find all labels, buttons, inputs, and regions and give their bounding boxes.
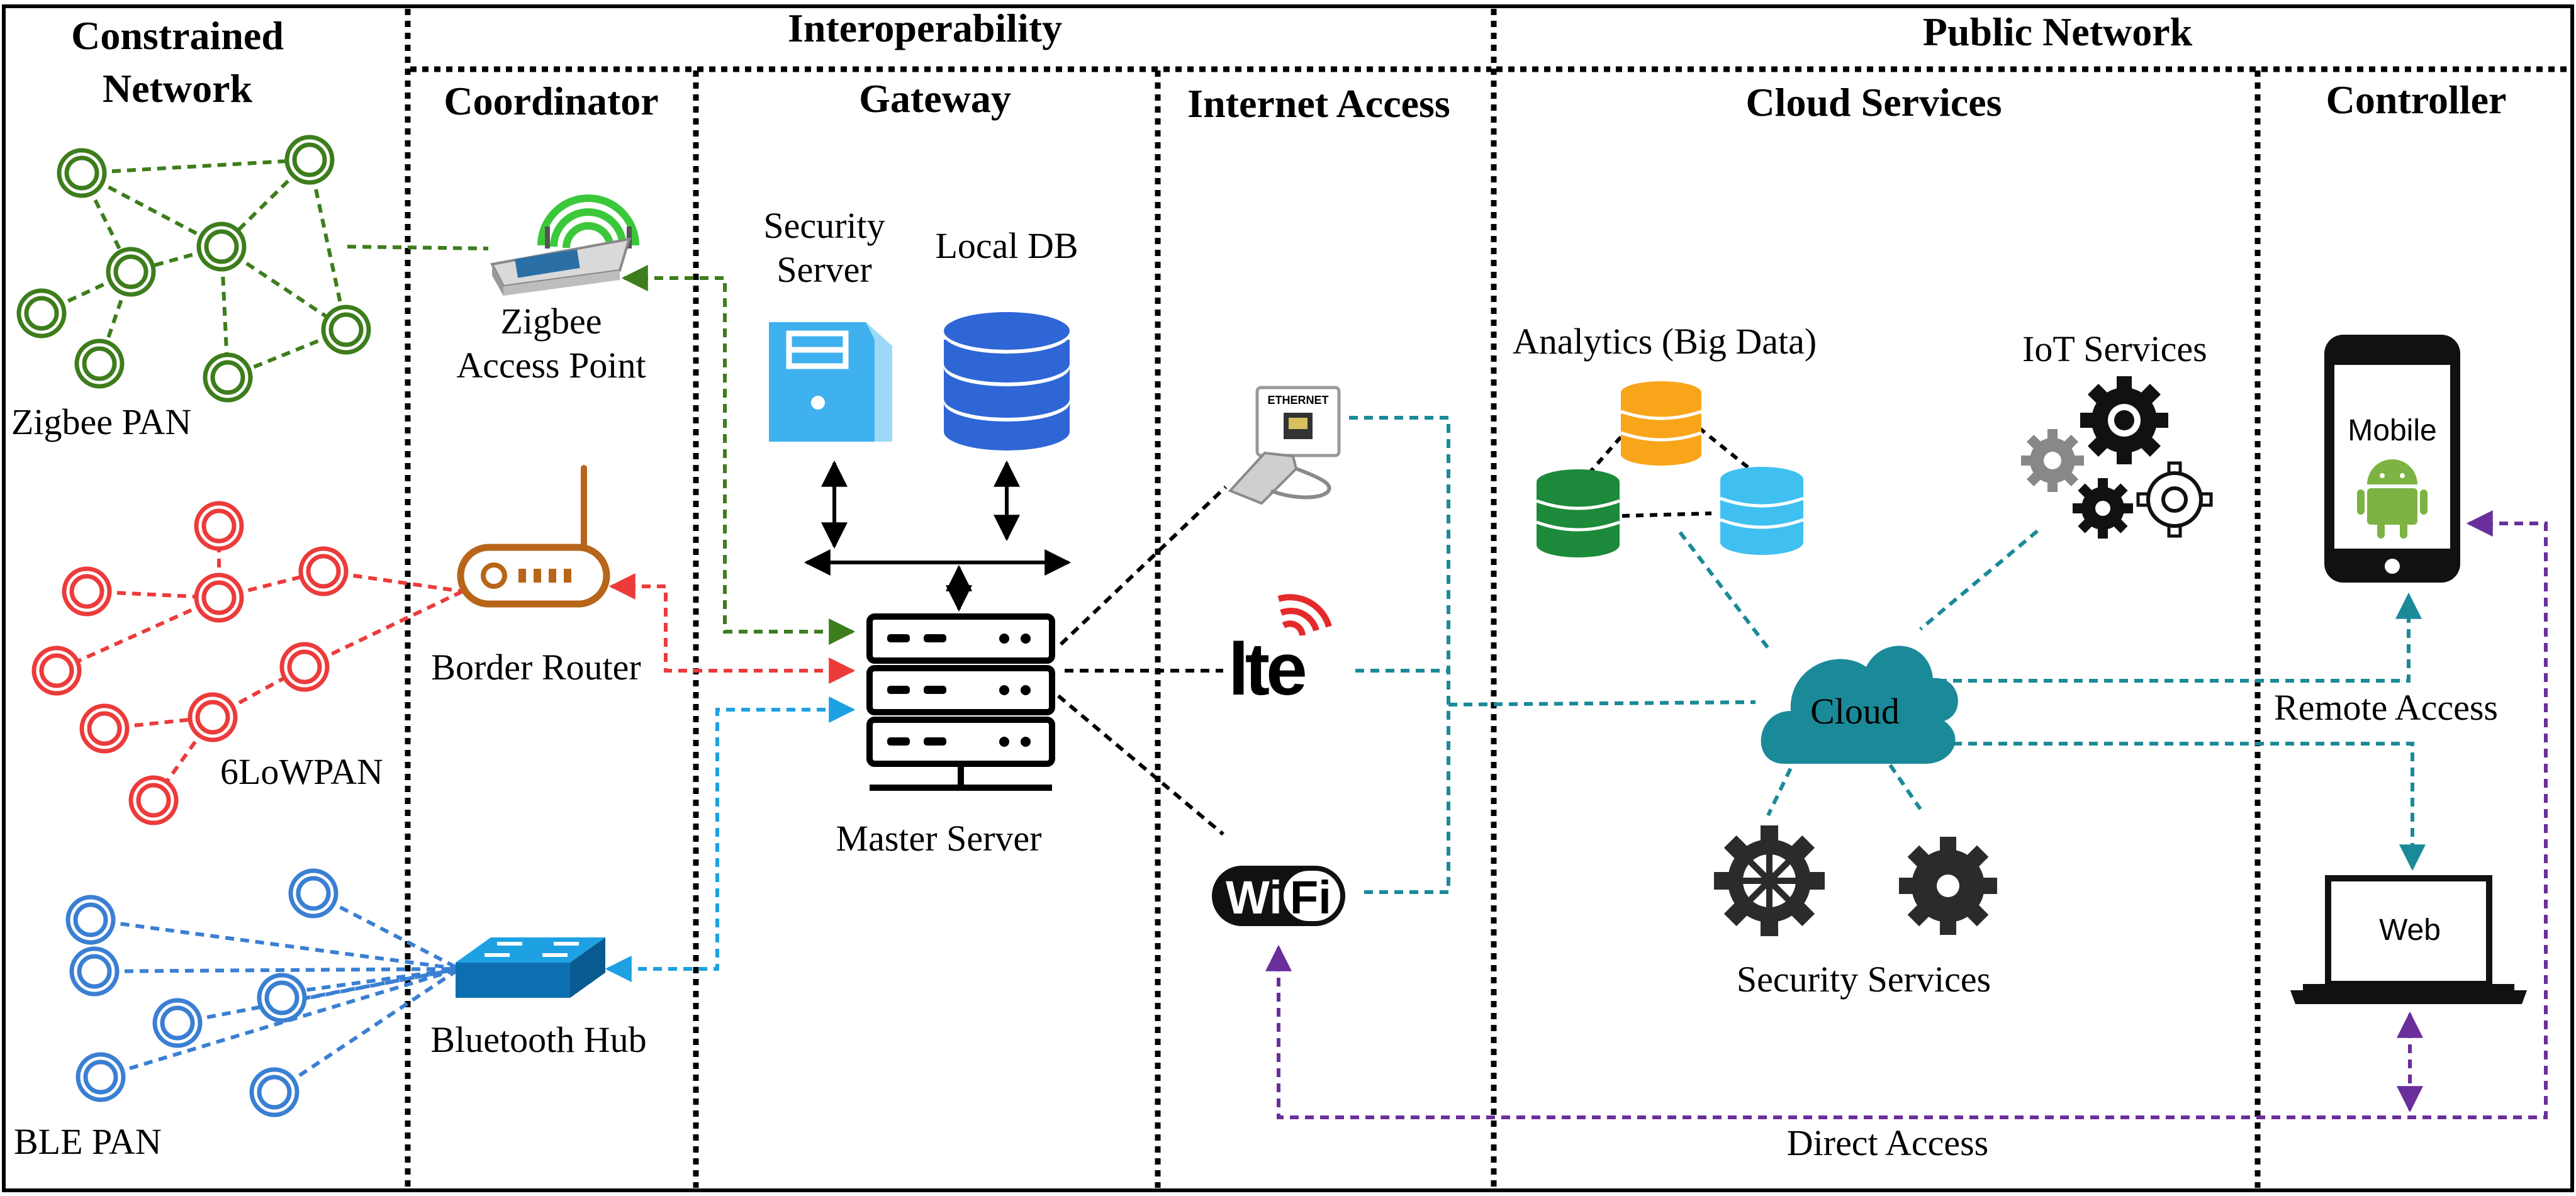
ble-pan-star [65, 868, 461, 1117]
analytics-db-cluster [1536, 381, 1804, 557]
lte-icon: lte [1228, 594, 1332, 711]
border-router-label: Border Router [431, 647, 641, 688]
cloud-to-mobile-remote-link [1923, 592, 2422, 683]
zigbee-ap-to-pan-link [347, 245, 489, 250]
analytics-label: Analytics (Big Data) [1513, 321, 1817, 362]
zigbee-pan-mesh [16, 135, 371, 403]
local-db-icon [944, 312, 1070, 450]
mobile-phone-icon [2324, 335, 2460, 583]
master-server-icon [866, 613, 1055, 791]
master-server-label: Master Server [836, 818, 1042, 859]
internet-access-header: Internet Access [1187, 81, 1450, 126]
direct-access-loop [1265, 510, 2548, 1119]
security-services-gears-icon [1714, 825, 1997, 936]
router-to-master-link [608, 573, 856, 684]
bluetooth-hub-label: Bluetooth Hub [430, 1019, 646, 1060]
svg-text:Wi: Wi [1226, 871, 1282, 924]
cloud-services-header: Cloud Services [1745, 80, 2002, 125]
public-network-header: Public Network [1923, 9, 2193, 54]
svg-text:lte: lte [1228, 628, 1305, 711]
coordinator-header: Coordinator [444, 79, 658, 123]
constrained-network-header: Constrained [71, 13, 284, 58]
security-server-icon [769, 322, 892, 442]
zigbee-ap-label-line2: Access Point [456, 345, 646, 386]
security-server-label: Security [763, 205, 885, 246]
interoperability-header: Interoperability [788, 6, 1062, 50]
sixlowpan-tree [31, 501, 464, 825]
border-router-icon [457, 465, 610, 608]
ethernet-icon: ETHERNET [1228, 386, 1341, 505]
zigbee-access-point-icon [490, 194, 639, 296]
cloud-to-web-link [1923, 742, 2426, 871]
web-label: Web [2379, 914, 2441, 947]
cloud-to-security-gear2-link [1888, 764, 1922, 810]
ethernet-to-cloud-link [1349, 416, 1450, 894]
remote-access-label: Remote Access [2274, 687, 2498, 728]
mobile-label: Mobile [2348, 414, 2436, 447]
svg-text:Fi: Fi [1290, 871, 1331, 924]
local-db-label: Local DB [935, 225, 1078, 266]
constrained-network-header-line2: Network [103, 66, 253, 111]
gateway-to-cloud-link [1448, 700, 1756, 707]
master-to-ethernet-link [1059, 485, 1228, 646]
security-services-label: Security Services [1737, 959, 1991, 1000]
wifi-icon: Wi Fi [1212, 866, 1345, 926]
iot-services-to-cloud-link [1919, 529, 2039, 631]
zigbee-pan-label: Zigbee PAN [11, 401, 191, 442]
zigbee-ap-label: Zigbee [500, 301, 602, 342]
security-server-label-line2: Server [776, 249, 871, 290]
controller-header: Controller [2326, 77, 2507, 122]
hub-to-master-link [605, 696, 856, 982]
iot-services-label: IoT Services [2022, 328, 2207, 369]
sixlowpan-label: 6LoWPAN [220, 751, 383, 792]
svg-text:ETHERNET: ETHERNET [1267, 394, 1328, 406]
bluetooth-hub-icon [456, 937, 605, 998]
cloud-to-security-gear1-link [1766, 754, 1799, 817]
iot-services-gears-icon [2021, 376, 2213, 539]
cloud-label: Cloud [1810, 691, 1900, 732]
section-frame [2, 4, 2574, 1192]
direct-access-label: Direct Access [1787, 1122, 1988, 1163]
ble-pan-label: BLE PAN [14, 1121, 162, 1162]
master-to-wifi-link [1057, 694, 1224, 836]
gateway-header: Gateway [859, 76, 1011, 121]
